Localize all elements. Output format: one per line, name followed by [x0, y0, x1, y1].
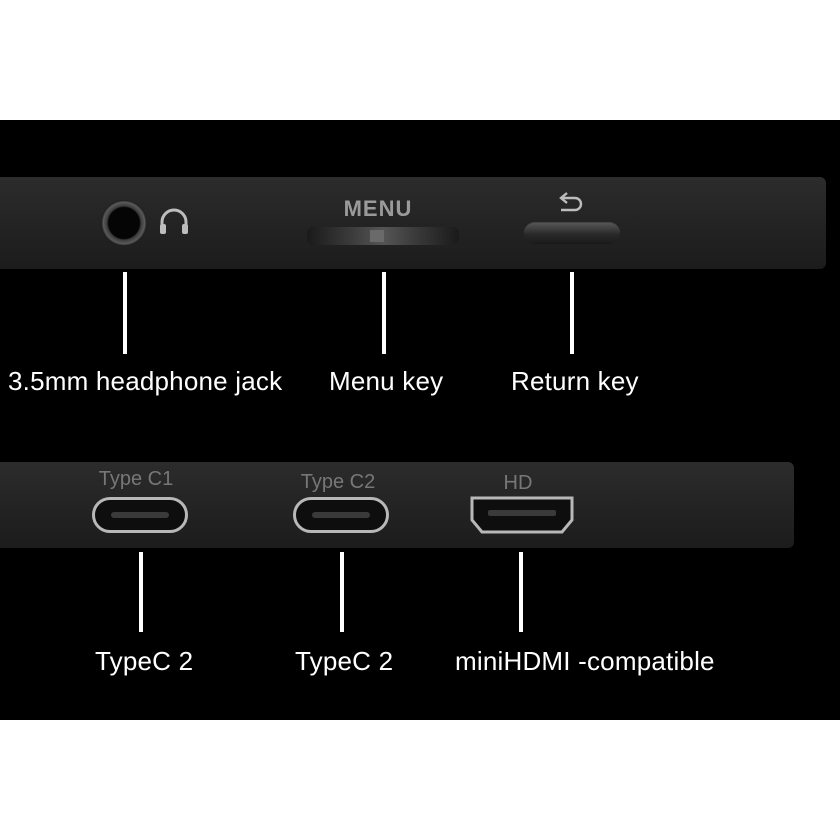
headphone-jack-caption: 3.5mm headphone jack — [8, 366, 283, 396]
menu-key-notch — [370, 230, 384, 242]
return-key-button — [524, 222, 620, 244]
type-c1-port — [92, 497, 188, 533]
menu-printed-label: MENU — [343, 196, 413, 221]
type-c2-leader-line — [340, 552, 344, 632]
headphone-jack-port — [101, 200, 147, 246]
return-leader-line — [570, 272, 574, 354]
hd-printed-label: HD — [503, 472, 533, 494]
headphone-leader-line — [123, 272, 127, 354]
mini-hdmi-caption: miniHDMI -compatible — [455, 646, 715, 676]
return-arrow-icon — [559, 192, 583, 212]
headphone-icon — [160, 208, 188, 234]
type-c2-port — [293, 497, 389, 533]
menu-key-caption: Menu key — [329, 366, 444, 396]
return-key-caption: Return key — [511, 366, 639, 396]
type-c2-printed-label: Type C2 — [300, 471, 376, 493]
type-c2-caption: TypeC 2 — [295, 646, 394, 676]
hdmi-leader-line — [519, 552, 523, 632]
type-c1-leader-line — [139, 552, 143, 632]
menu-leader-line — [382, 272, 386, 354]
mini-hdmi-port — [470, 496, 574, 534]
type-c1-caption: TypeC 2 — [95, 646, 194, 676]
type-c1-printed-label: Type C1 — [98, 468, 174, 490]
